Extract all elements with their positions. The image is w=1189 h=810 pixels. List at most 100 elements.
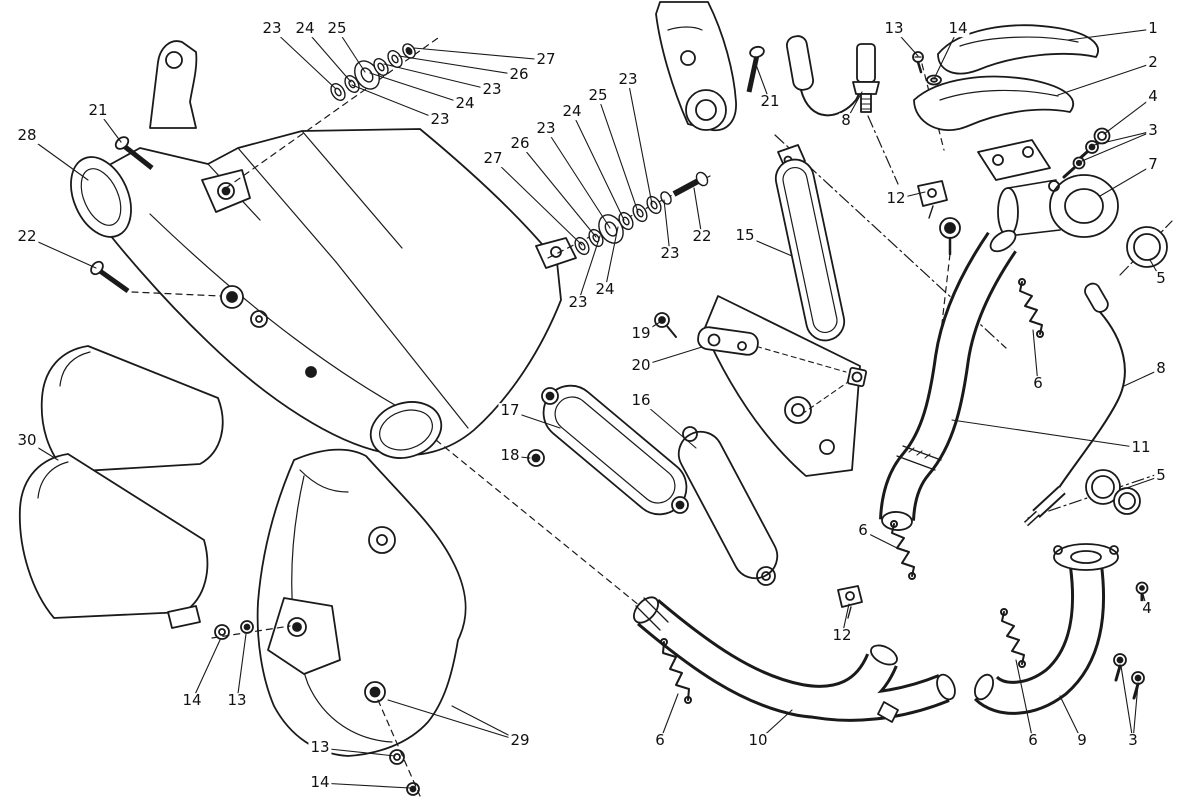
strip-15	[774, 158, 846, 342]
leader-line-part-24	[604, 226, 619, 291]
part-callout-27: 27	[534, 50, 558, 69]
part-callout-6: 6	[856, 521, 870, 540]
frame-bracket	[655, 1, 737, 132]
part-callout-17: 17	[498, 401, 522, 420]
bracket-plate	[654, 295, 868, 477]
part-callout-15: 15	[733, 226, 757, 245]
cover-grommet	[364, 681, 386, 703]
part-callout-10: 10	[746, 731, 770, 750]
clamp-12	[917, 180, 948, 207]
part-callout-12: 12	[830, 626, 854, 645]
hanger-plate	[149, 40, 198, 129]
part-callout-14: 14	[946, 19, 970, 38]
leader-line-part-24	[369, 72, 466, 105]
heat-guard-1	[937, 24, 1099, 75]
part-callout-6: 6	[653, 731, 667, 750]
leader-lines	[26, 28, 1162, 789]
part-callout-16: 16	[629, 391, 653, 410]
heat-shield-panels-30	[18, 345, 224, 629]
pipe-clip	[877, 701, 899, 723]
side-cover-29	[214, 448, 467, 796]
part-callout-25: 25	[325, 19, 349, 38]
part-callout-27: 27	[481, 149, 505, 168]
part-callout-30: 30	[15, 431, 39, 450]
part-callout-6: 6	[1026, 731, 1040, 750]
part-callout-23: 23	[260, 19, 284, 38]
part-callout-14: 14	[180, 691, 204, 710]
leader-line-part-23	[577, 235, 601, 304]
washer-13	[389, 749, 405, 765]
leader-line-part-1	[1067, 28, 1154, 41]
leader-line-part-6	[1032, 329, 1039, 385]
muffler-end-cap	[70, 156, 132, 238]
part-callout-5: 5	[1154, 269, 1168, 288]
leader-line-part-11	[951, 419, 1142, 449]
muffler-assembly	[70, 40, 577, 459]
part-callout-24: 24	[593, 280, 617, 299]
cover-bracket	[267, 597, 341, 675]
part-callout-12: 12	[884, 189, 908, 208]
exhaust-pipe-11	[879, 229, 1017, 531]
part-callout-24: 24	[560, 102, 584, 121]
part-callout-26: 26	[507, 65, 531, 84]
spring-6	[891, 523, 915, 577]
bolt-22-head	[695, 171, 709, 187]
leader-line-part-27	[492, 158, 583, 246]
leader-line-part-13	[319, 747, 396, 757]
part-callout-22: 22	[690, 227, 714, 246]
port-flange-group	[917, 139, 1168, 268]
muffler-outlet	[369, 401, 443, 459]
part-callout-20: 20	[629, 356, 653, 375]
spring-6	[662, 641, 690, 701]
part-callout-26: 26	[508, 134, 532, 153]
bolt-21-head	[749, 45, 765, 59]
leader-line-part-3	[1081, 130, 1154, 162]
leader-line-part-14	[933, 28, 959, 80]
part-callout-9: 9	[1075, 731, 1089, 750]
leader-line-part-23	[545, 128, 611, 229]
leader-line-part-3	[1120, 665, 1134, 742]
leader-line-part-6	[1015, 659, 1034, 742]
heat-shield-strips	[527, 144, 846, 586]
leader-line-part-26	[519, 143, 597, 238]
gasket-5	[1085, 469, 1121, 505]
part-callout-18: 18	[498, 446, 522, 465]
part-callout-22: 22	[15, 227, 39, 246]
leader-line-part-7	[1099, 164, 1154, 197]
part-callout-23: 23	[616, 70, 640, 89]
heat-guard-2	[913, 75, 1075, 131]
part-callout-21: 21	[86, 101, 110, 120]
washer-stack-rear	[574, 171, 709, 256]
leader-line-part-3	[1093, 130, 1154, 146]
bolt-22-shaft	[672, 177, 702, 197]
leader-line-part-4	[1103, 96, 1154, 135]
pipe-9-flange	[1053, 543, 1119, 571]
part-callout-11: 11	[1129, 438, 1153, 457]
exhaust-springs	[660, 278, 1044, 704]
nut-4	[1093, 127, 1111, 145]
bolt-21-shaft	[746, 54, 760, 93]
part-callout-23: 23	[534, 119, 558, 138]
muffler-rear-tab	[535, 237, 577, 269]
sensor-bracket	[977, 139, 1051, 181]
part-callout-4: 4	[1140, 599, 1154, 618]
leader-line-part-29	[387, 699, 521, 742]
sensor-connector	[1084, 282, 1109, 313]
part-callout-23: 23	[480, 80, 504, 99]
part-callout-19: 19	[629, 324, 653, 343]
leader-line-part-13	[236, 633, 247, 702]
part-callout-24: 24	[453, 94, 477, 113]
leader-line-part-23	[627, 79, 653, 205]
leader-line-part-24	[571, 111, 625, 221]
leader-line-part-24	[304, 28, 352, 83]
bolt-21-shaft	[122, 144, 154, 170]
part-callout-25: 25	[586, 86, 610, 105]
part-callout-23: 23	[658, 244, 682, 263]
part-callout-8: 8	[1154, 359, 1168, 378]
part-callout-24: 24	[293, 19, 317, 38]
part-callout-5: 5	[1154, 466, 1168, 485]
gasket-5	[1126, 226, 1168, 268]
leader-line-part-22	[693, 187, 703, 238]
